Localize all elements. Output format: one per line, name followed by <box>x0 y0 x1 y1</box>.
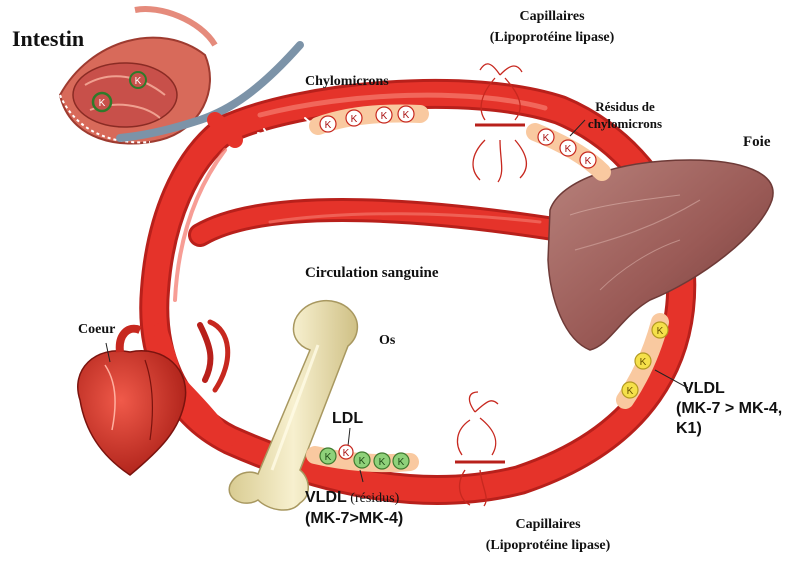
circulation-label: Circulation sanguine <box>305 265 439 282</box>
k-marker-chylo-3: K <box>376 107 392 123</box>
k-marker-ldl-5: K <box>393 453 409 469</box>
k-marker-vldl-1: K <box>652 322 668 338</box>
k-marker-text: K <box>379 457 386 468</box>
capillaries-bottom-label: Capillaires <box>478 517 618 533</box>
k-marker-text: K <box>359 456 366 467</box>
chylomicron-remnants-label-line2: chylomicrons <box>565 116 685 132</box>
k-marker-remnant-1: K <box>538 129 554 145</box>
k-marker-text: K <box>543 133 550 144</box>
liver-label: Foie <box>743 134 771 151</box>
lipase-bottom-label: (Lipoprotéine lipase) <box>448 538 648 554</box>
ldl-label: LDL <box>332 410 363 428</box>
k-marker-ldl-3: K <box>354 452 370 468</box>
k-marker-ldl-4: K <box>374 453 390 469</box>
k-marker-text: K <box>325 120 332 131</box>
vldl-label-line2: (MK-7 > MK-4, <box>676 400 782 418</box>
k-marker-ldl-2: K <box>339 445 353 459</box>
vldl-label-line3: K1) <box>676 420 702 438</box>
vldl-remnants-prefix: VLDL <box>305 489 347 506</box>
heart-label: Coeur <box>78 322 115 338</box>
k-marker-text: K <box>381 111 388 122</box>
k-marker-text: K <box>99 98 106 109</box>
vldl-label-line1: VLDL <box>683 380 725 398</box>
k-marker-intestine-1: K <box>93 93 111 111</box>
chylomicron-remnants-label-line1: Résidus de <box>565 99 685 115</box>
chylomicrons-label: Chylomicrons <box>305 74 389 90</box>
k-marker-text: K <box>657 326 664 337</box>
k-marker-text: K <box>135 76 142 87</box>
k-marker-remnant-2: K <box>560 140 576 156</box>
k-marker-chylo-2: K <box>346 110 362 126</box>
lipase-top-label: (Lipoprotéine lipase) <box>452 30 652 46</box>
k-marker-chylo-1: K <box>320 116 336 132</box>
k-marker-text: K <box>640 357 647 368</box>
vldl-remnants-label-line1: VLDL (résidus) <box>305 489 399 507</box>
k-marker-text: K <box>627 386 634 397</box>
k-marker-text: K <box>343 448 350 459</box>
bone-label: Os <box>379 333 395 349</box>
k-marker-remnant-3: K <box>580 152 596 168</box>
k-marker-text: K <box>325 452 332 463</box>
vldl-remnants-label-line2: (MK-7>MK-4) <box>305 510 403 528</box>
k-marker-chylo-4: K <box>398 106 414 122</box>
intestine-label: Intestin <box>12 26 84 52</box>
k-marker-intestine-2: K <box>130 72 146 88</box>
k-marker-ldl-1: K <box>320 448 336 464</box>
k-marker-text: K <box>351 114 358 125</box>
k-marker-text: K <box>585 156 592 167</box>
k-marker-vldl-3: K <box>622 382 638 398</box>
k-marker-text: K <box>565 144 572 155</box>
capillaries-top-label: Capillaires <box>482 9 622 25</box>
vldl-remnants-suffix: (résidus) <box>347 491 400 506</box>
k-marker-text: K <box>403 110 410 121</box>
k-marker-text: K <box>398 457 405 468</box>
k-marker-vldl-2: K <box>635 353 651 369</box>
